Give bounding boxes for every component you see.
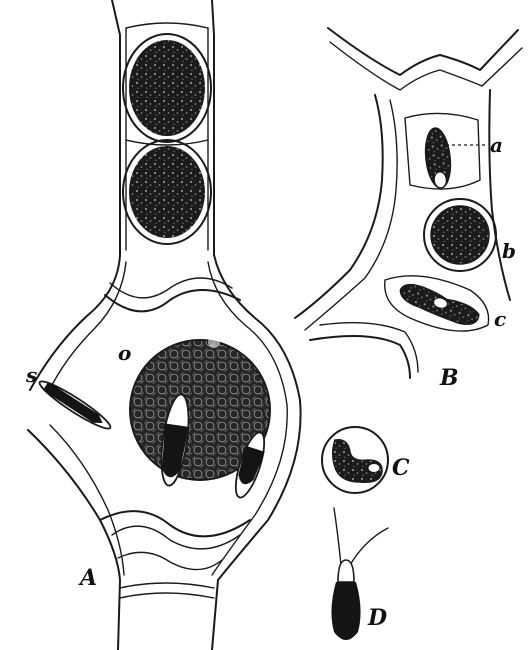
- filament-wall-right-outer: [211, 0, 215, 256]
- figure-c: C: [321, 426, 410, 494]
- cell-wall-middle: [125, 139, 209, 146]
- label-a: a: [490, 133, 503, 157]
- d-head: [337, 559, 355, 583]
- c-wall: [321, 426, 389, 494]
- b-body-b-outline: [430, 205, 490, 265]
- d-body: [331, 582, 361, 640]
- b-wall-right: [488, 89, 511, 301]
- figure-b: a b c B: [294, 27, 523, 391]
- b-cell-a-wall: [404, 112, 481, 190]
- b-cell-c-wall: [384, 275, 490, 332]
- oosphere-spot: [208, 336, 220, 348]
- b-wall-left: [294, 94, 384, 319]
- label-A: A: [78, 565, 97, 591]
- b-cell-b-wall: [423, 198, 497, 272]
- b-wall-bottom: [309, 335, 411, 379]
- label-b: b: [502, 239, 516, 263]
- oosphere-outline: [129, 339, 271, 481]
- label-B: B: [439, 365, 459, 391]
- cell-wall-top: [125, 22, 209, 29]
- b-wall-top: [327, 27, 519, 76]
- c-body: [332, 439, 383, 484]
- d-flagellum-left: [333, 507, 342, 566]
- cross-wall-upper: [104, 289, 241, 313]
- b-wall-top-inner: [329, 41, 523, 91]
- antherozoid-right: [234, 431, 266, 499]
- b-body-a: [424, 127, 452, 189]
- cross-wall-upper-2: [109, 277, 233, 299]
- b-body-b: [431, 206, 489, 264]
- antherozoid-s: [38, 380, 112, 430]
- upper-spore-outline: [122, 33, 212, 143]
- lower-filament-right: [211, 579, 219, 650]
- oogonium-wall-right-outer: [213, 254, 302, 581]
- label-C: C: [392, 455, 410, 481]
- label-s: s: [25, 363, 37, 387]
- cross-wall-lower-2: [111, 525, 241, 550]
- lower-filament-band-2: [119, 592, 215, 599]
- oogonium-wall-left-outer: [29, 254, 121, 391]
- b-wall-left-inner: [304, 99, 398, 331]
- figure-d: D: [331, 507, 389, 640]
- cross-wall-lower: [99, 510, 251, 538]
- label-D: D: [367, 605, 387, 631]
- cross-wall-lower-3: [117, 551, 223, 571]
- b-wall-bottom-inner: [319, 321, 419, 373]
- label-o: o: [118, 341, 131, 365]
- lower-filament-band-1: [119, 582, 215, 589]
- upper-spore: [129, 40, 205, 136]
- c-body-vacuole: [367, 463, 381, 473]
- oogonium-wall-left-inner-lower: [49, 424, 125, 576]
- lower-filament-left: [117, 579, 121, 650]
- label-c: c: [494, 307, 506, 331]
- oogonium-wall-left-inner: [51, 261, 127, 386]
- lower-spore-outline: [122, 139, 212, 245]
- filament-wall-left-outer: [111, 0, 121, 256]
- antherozoid-entering: [160, 393, 190, 487]
- figure-a: o s A: [25, 0, 302, 650]
- b-body-c: [399, 283, 480, 326]
- d-flagellum-right: [349, 527, 389, 566]
- lower-spore: [129, 146, 205, 238]
